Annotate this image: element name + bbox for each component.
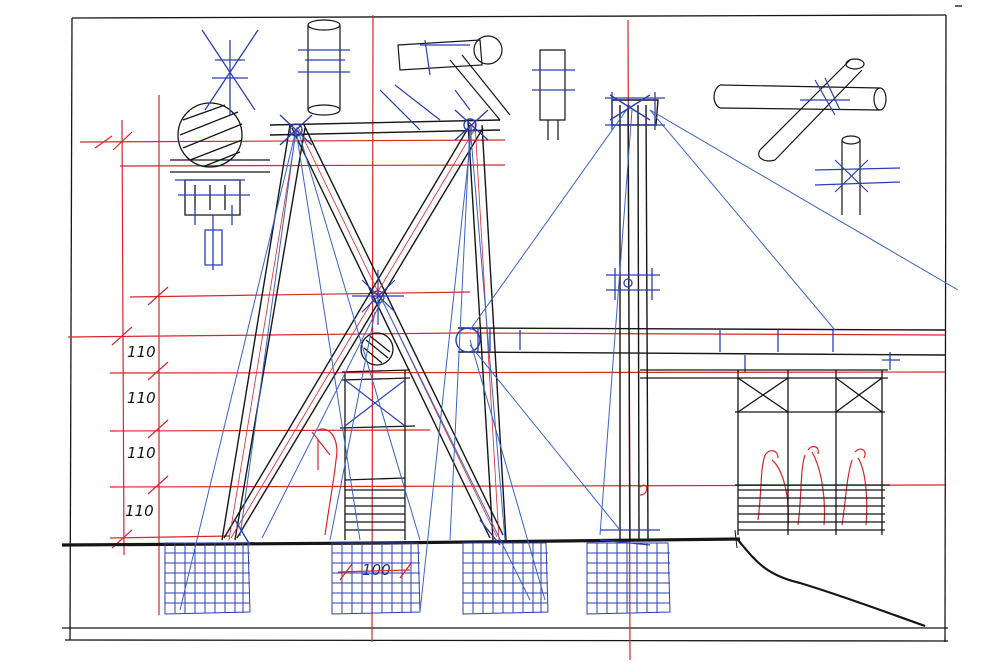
detail-pipe-joint [713, 58, 887, 215]
footing-grids [164, 542, 671, 615]
roof-beam-joints [477, 328, 900, 372]
mast-clamps [599, 92, 665, 546]
roof-beam [455, 327, 946, 356]
x-frame-pylons [221, 119, 507, 541]
ground-line [61, 529, 926, 628]
x-frame-inner-lines [228, 122, 500, 541]
detail-hatched-node-blue [175, 29, 259, 270]
detail-hatched-node [170, 102, 270, 216]
dimension-labels: 110 110 110 110 100 [125, 343, 391, 579]
dimension-label-1: 110 [127, 343, 156, 361]
central-tower [339, 332, 416, 540]
dimension-label-3: 110 [127, 444, 156, 462]
detail-joints-top [307, 19, 566, 140]
detail-pipe-joint-blue [800, 77, 901, 193]
detail-joints-top-blue [298, 39, 575, 131]
sketch-frame [62, 5, 962, 643]
cabin [640, 369, 890, 535]
span-dimension-label: 100 [362, 561, 391, 579]
pylon-top-nodes [234, 94, 651, 546]
dimension-label-2: 110 [127, 389, 156, 407]
mast [611, 99, 659, 541]
red-grid-lines [67, 14, 946, 661]
tension-cables [179, 104, 959, 613]
span-dimension-line [337, 561, 413, 581]
tower-blue-bracing [344, 270, 406, 427]
dimension-label-4: 110 [125, 502, 154, 520]
